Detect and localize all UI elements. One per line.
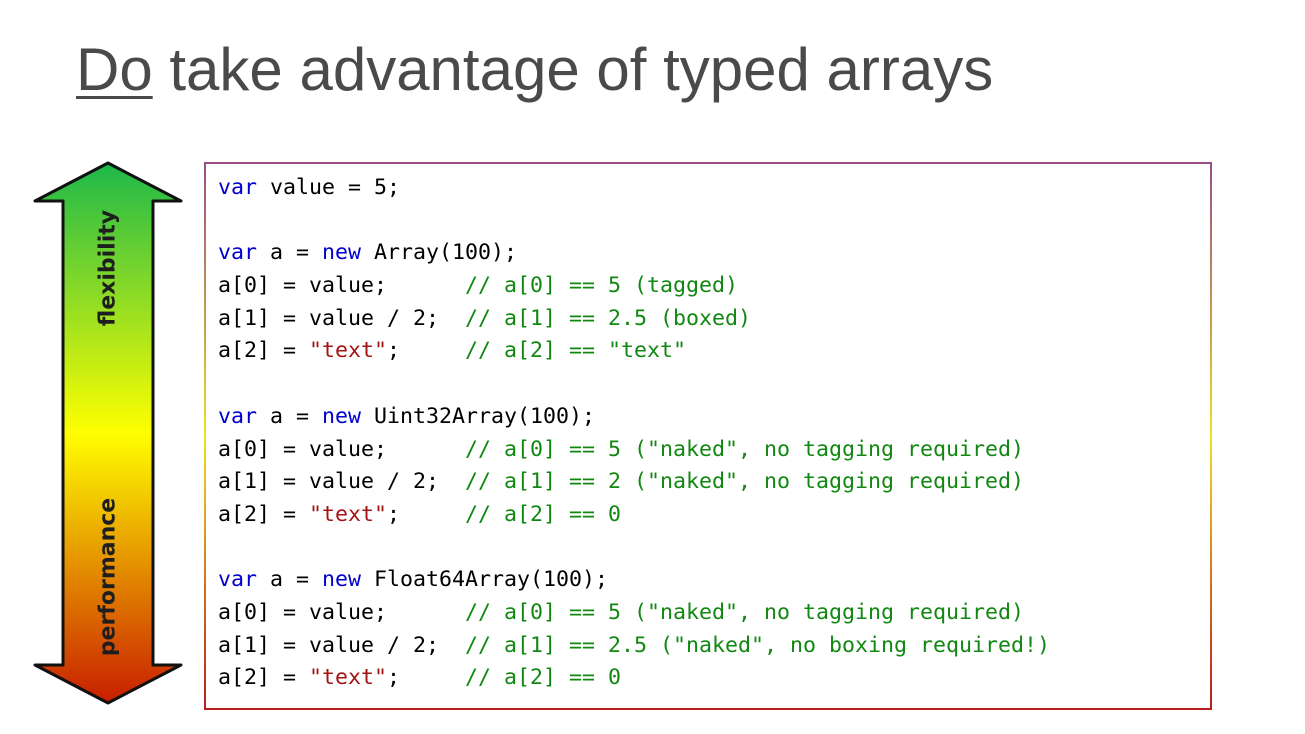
code-text: a[1] = value / 2;: [218, 632, 466, 658]
code-comment: // a[0] == 5 (tagged): [465, 273, 739, 299]
code-line: a[1] = value / 2; // a[1] == 2 ("naked",…: [218, 466, 1050, 499]
code-line: a[0] = value; // a[0] == 5 ("naked", no …: [218, 434, 1050, 467]
code-comment: // a[1] == 2.5 ("naked", no boxing requi…: [465, 632, 1051, 658]
code-text: Uint32Array(100);: [361, 403, 596, 429]
code-line: var value = 5;: [218, 172, 1050, 205]
slide-title: Do take advantage of typed arrays: [76, 34, 993, 106]
code-text: value = 5;: [257, 175, 401, 200]
performance-label: performance: [95, 497, 121, 657]
code-keyword: new: [322, 567, 362, 593]
title-rest: take advantage of typed arrays: [152, 36, 994, 103]
code-block: var value = 5; var a = new Array(100);a[…: [204, 162, 1212, 710]
code-line: a[0] = value; // a[0] == 5 (tagged): [218, 270, 1050, 303]
code-blank-line: [218, 205, 1050, 238]
code-blank-line: [218, 368, 1050, 401]
code-text: Float64Array(100);: [361, 567, 609, 593]
code-blank-line: [218, 532, 1050, 565]
code-comment: // a[1] == 2 ("naked", no tagging requir…: [465, 469, 1025, 495]
code-text: ;: [387, 501, 466, 527]
flexibility-label: flexibility: [95, 209, 121, 327]
code-line: a[2] = "text"; // a[2] == 0: [218, 499, 1050, 532]
code-string: "text": [309, 501, 388, 527]
code-text: a[0] = value;: [218, 273, 466, 299]
code-keyword: var: [218, 240, 258, 266]
code-line: var a = new Uint32Array(100);: [218, 401, 1050, 434]
code-text: a[1] = value / 2;: [218, 469, 466, 495]
code-line: var a = new Array(100);: [218, 237, 1050, 270]
code-comment: // a[2] == 0: [465, 501, 622, 527]
code-line: a[2] = "text"; // a[2] == 0: [218, 662, 1050, 695]
code-listing: var value = 5; var a = new Array(100);a[…: [218, 172, 1050, 695]
code-text: a =: [257, 240, 323, 266]
code-text: ;: [387, 665, 466, 691]
code-line: a[1] = value / 2; // a[1] == 2.5 ("naked…: [218, 630, 1050, 663]
code-text: a[2] =: [218, 501, 310, 527]
code-keyword: new: [322, 240, 362, 266]
code-text: a[0] = value;: [218, 599, 466, 625]
code-comment: // a[0] == 5 ("naked", no tagging requir…: [465, 599, 1025, 625]
code-keyword: var: [218, 403, 258, 429]
code-comment: // a[0] == 5 ("naked", no tagging requir…: [465, 436, 1025, 462]
code-keyword: var: [218, 567, 258, 593]
code-string: "text": [309, 665, 388, 691]
code-text: a[2] =: [218, 665, 310, 691]
code-keyword: var: [218, 175, 258, 200]
flexibility-performance-arrow-icon: [33, 161, 183, 705]
code-text: a[1] = value / 2;: [218, 305, 466, 331]
code-line: a[2] = "text"; // a[2] == "text": [218, 335, 1050, 368]
title-emphasis: Do: [76, 36, 153, 103]
code-text: Array(100);: [361, 240, 518, 266]
code-line: a[1] = value / 2; // a[1] == 2.5 (boxed): [218, 303, 1050, 336]
code-comment: // a[2] == 0: [465, 665, 622, 691]
code-text: a =: [257, 567, 323, 593]
code-keyword: new: [322, 403, 362, 429]
code-text: a[2] =: [218, 338, 310, 364]
code-text: a[0] = value;: [218, 436, 466, 462]
code-comment: // a[1] == 2.5 (boxed): [465, 305, 752, 331]
code-line: var a = new Float64Array(100);: [218, 564, 1050, 597]
code-string: "text": [309, 338, 388, 364]
code-comment: // a[2] == "text": [465, 338, 687, 364]
code-text: a =: [257, 403, 323, 429]
code-text: ;: [387, 338, 466, 364]
code-line: a[0] = value; // a[0] == 5 ("naked", no …: [218, 597, 1050, 630]
